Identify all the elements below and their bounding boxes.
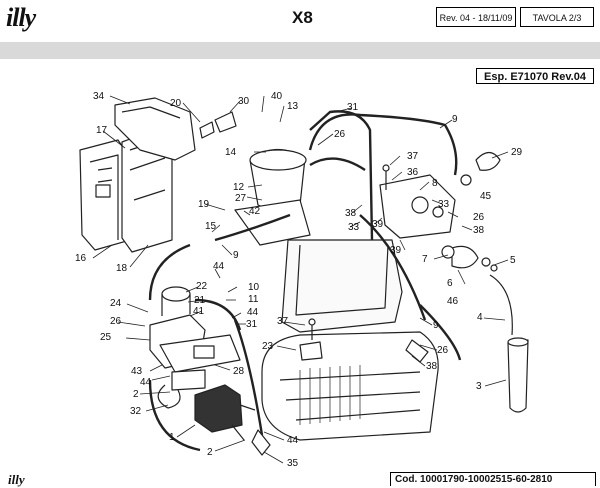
tube-15 xyxy=(214,213,291,242)
callout-1: 1 xyxy=(169,432,175,443)
callout-9b: 9 xyxy=(233,250,239,261)
callout-20: 20 xyxy=(170,98,182,109)
tube-36 xyxy=(309,157,366,171)
callout-3: 3 xyxy=(476,381,482,392)
callout-10: 10 xyxy=(248,282,260,293)
revision-box: Rev. 04 - 18/11/09 xyxy=(436,7,516,27)
callout-21: 21 xyxy=(194,295,206,306)
callout-4: 4 xyxy=(477,312,483,323)
callout-19: 19 xyxy=(198,199,210,210)
callout-13: 13 xyxy=(287,101,299,112)
callout-31b: 31 xyxy=(246,319,258,330)
steam-nozzle xyxy=(507,339,529,413)
valve-7 xyxy=(441,245,455,259)
table-number-box: TAVOLA 2/3 xyxy=(520,7,594,27)
callout-29: 29 xyxy=(511,147,523,158)
exploded-view-ref: Esp. E71070 Rev.04 xyxy=(476,68,594,84)
callout-33b: 33 xyxy=(348,222,360,233)
callout-31: 31 xyxy=(347,102,359,113)
callout-6: 6 xyxy=(447,278,453,289)
callout-33: 33 xyxy=(438,199,450,210)
fitting-23 xyxy=(299,341,323,361)
callout-43: 43 xyxy=(131,366,143,377)
callout-22: 22 xyxy=(196,281,208,292)
tube-9-left xyxy=(148,243,191,301)
screw-37-top xyxy=(382,164,390,172)
tube-9-top xyxy=(308,113,458,176)
tube-31 xyxy=(309,110,374,241)
callout-18: 18 xyxy=(116,263,128,274)
callout-9c: 9 xyxy=(433,320,439,331)
tube-9-right xyxy=(359,214,427,321)
callout-42: 42 xyxy=(249,206,261,217)
callout-38: 38 xyxy=(345,208,357,219)
callout-2: 2 xyxy=(133,389,139,400)
callout-12: 12 xyxy=(233,182,245,193)
callout-44: 44 xyxy=(213,261,225,272)
callout-30: 30 xyxy=(238,96,250,107)
callout-26: 26 xyxy=(334,129,346,140)
callout-39b: 39 xyxy=(390,245,402,256)
callout-44c: 44 xyxy=(140,377,152,388)
callout-38c: 38 xyxy=(426,361,438,372)
oring-45 xyxy=(460,174,472,186)
tube-9-outline xyxy=(419,304,462,361)
callout-27: 27 xyxy=(235,193,247,204)
page-header: illy X8 Rev. 04 - 18/11/09 TAVOLA 2/3 xyxy=(0,0,600,40)
callout-37b: 37 xyxy=(277,316,289,327)
callout-37: 37 xyxy=(407,151,419,162)
callout-32: 32 xyxy=(130,406,142,417)
tube-lower xyxy=(148,379,201,452)
callout-26b: 26 xyxy=(473,212,485,223)
screw-30 xyxy=(214,111,237,133)
callout-28: 28 xyxy=(233,366,245,377)
page-footer: illy Cod. 10001790-10002515-60-2810 xyxy=(0,472,600,487)
callout-44b: 44 xyxy=(247,307,259,318)
callout-26c: 26 xyxy=(110,316,122,327)
plug-35 xyxy=(251,429,271,456)
callout-26d: 26 xyxy=(437,345,449,356)
callout-16: 16 xyxy=(75,253,87,264)
part-code-box: Cod. 10001790-10002515-60-2810 xyxy=(390,472,596,486)
callout-5: 5 xyxy=(510,255,516,266)
top-cover xyxy=(114,97,196,161)
illy-logo: illy xyxy=(6,3,36,32)
callout-34: 34 xyxy=(93,91,105,102)
pump-bracket xyxy=(171,369,206,391)
callout-38b: 38 xyxy=(473,225,485,236)
callout-40: 40 xyxy=(271,91,283,102)
machine-body-inner xyxy=(295,244,389,316)
clip-32 xyxy=(157,384,181,409)
callout-41: 41 xyxy=(193,306,205,317)
footer-logo: illy xyxy=(8,472,25,487)
callout-15: 15 xyxy=(205,221,217,232)
callout-17: 17 xyxy=(96,125,108,136)
callout-7: 7 xyxy=(422,254,428,265)
tube-44-down xyxy=(233,319,264,436)
callout-23: 23 xyxy=(262,341,274,352)
tap-knob xyxy=(475,151,501,171)
callout-9: 9 xyxy=(452,114,458,125)
spring-20 xyxy=(199,121,215,139)
callout-35: 35 xyxy=(287,458,299,469)
heating-group xyxy=(379,174,456,239)
steam-tube xyxy=(489,274,513,336)
vibration-pump xyxy=(194,384,243,433)
callout-46: 46 xyxy=(447,296,459,307)
callout-14: 14 xyxy=(225,147,237,158)
callout-11: 11 xyxy=(248,294,259,305)
callout-36: 36 xyxy=(407,167,419,178)
callout-39: 39 xyxy=(372,219,384,230)
model-title: X8 xyxy=(292,8,313,27)
callout-2b: 2 xyxy=(207,447,213,458)
callout-24: 24 xyxy=(110,298,122,309)
flow-valve xyxy=(451,245,479,269)
callout-8: 8 xyxy=(432,178,438,189)
callout-45: 45 xyxy=(480,191,492,202)
callout-44d: 44 xyxy=(287,435,299,446)
header-divider xyxy=(0,42,600,59)
callout-25: 25 xyxy=(100,332,112,343)
